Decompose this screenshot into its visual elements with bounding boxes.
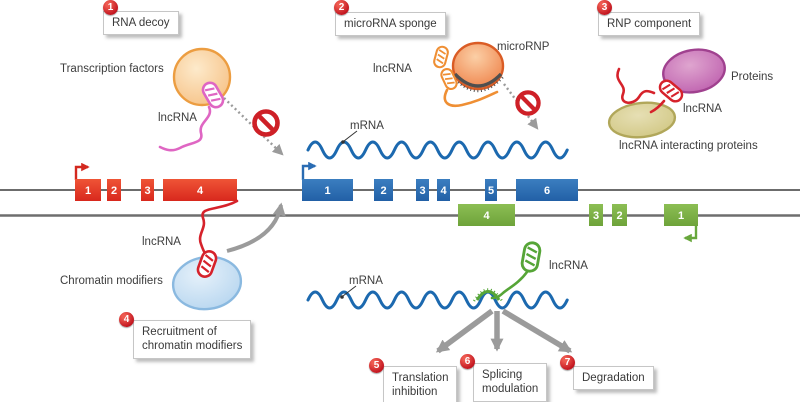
step-7-badge: 7	[560, 355, 575, 370]
callout-recruitment-chromatin-modifiers: Recruitment of chromatin modifiers	[133, 320, 252, 359]
lncrna-chromatin-label: lncRNA	[142, 236, 181, 248]
tss-arrow-green-gene	[683, 226, 698, 243]
red-exon-4: 4	[197, 185, 204, 197]
lncrna-mrna-binding-arc	[472, 288, 504, 302]
green-gene-exons: 4 3 2 1	[458, 204, 698, 226]
lncrna-rnp-tail	[616, 67, 666, 114]
callout-degradation: Degradation	[573, 366, 654, 391]
blue-exon-5: 5	[488, 185, 494, 197]
green-exon-1: 1	[678, 210, 684, 222]
mrna-top-leader	[341, 130, 358, 144]
callout-splicing-modulation: Splicing modulation	[473, 363, 548, 402]
mrna-top-label: mRNA	[350, 120, 384, 132]
tss-arrow-red-gene	[74, 162, 90, 180]
step-4-badge: 4	[119, 312, 134, 327]
callout-rna-decoy: RNA decoy	[103, 11, 179, 36]
mrna-wave-bottom	[306, 290, 569, 310]
lncrna-sponge-hairpin-a	[431, 44, 451, 70]
blue-exon-2: 2	[380, 185, 386, 197]
lncrna-decoy-label: lncRNA	[158, 112, 197, 124]
lncrna-decoy-tail	[158, 105, 212, 152]
interacting-proteins-blob	[607, 101, 677, 139]
mrna-wave-top	[306, 140, 569, 160]
lncrna-rnp-label: lncRNA	[683, 103, 722, 115]
red-exon-2: 2	[111, 185, 117, 197]
blue-exon-3: 3	[419, 185, 425, 197]
green-exon-2: 2	[616, 210, 622, 222]
callout-rnp-component: RNP component	[598, 12, 701, 37]
chromatin-modifiers-label: Chromatin modifiers	[60, 275, 163, 287]
blue-exon-6: 6	[544, 185, 550, 197]
callout-translation-inhibition: Translation inhibition	[383, 366, 458, 402]
arrow-degradation	[501, 308, 573, 354]
lncrna-sponge-tail	[443, 88, 499, 108]
micrornp-blob	[451, 41, 505, 91]
blue-exon-1: 1	[324, 185, 330, 197]
transcription-factors-label: Transcription factors	[60, 63, 164, 75]
callout-line-2: inhibition	[392, 386, 438, 399]
callout-line-2: chromatin modifiers	[142, 340, 243, 353]
micrornp-label: microRNP	[497, 41, 550, 53]
proteins-blob	[662, 48, 726, 94]
red-exon-1: 1	[85, 185, 91, 197]
micrornp-binding-arc	[452, 72, 504, 93]
lncrna-mrna-label: lncRNA	[549, 260, 588, 272]
step-3-badge: 3	[597, 0, 612, 15]
callout-line-1: Translation	[392, 372, 449, 384]
lncrna-chromatin-tail	[198, 199, 239, 258]
sponge-blocked-arrow	[503, 83, 539, 130]
step-6-badge: 6	[460, 354, 475, 369]
prohibition-icon	[515, 90, 541, 116]
arrow-translation-inhibition	[435, 308, 494, 354]
lncrna-sponge-label: lncRNA	[373, 63, 412, 75]
step-1-badge: 1	[103, 0, 118, 15]
callout-line-2: modulation	[482, 383, 539, 396]
callout-line-1: Recruitment of	[142, 326, 217, 338]
mrna-bottom-label: mRNA	[349, 275, 383, 287]
callout-microrna-sponge: microRNA sponge	[335, 12, 446, 37]
tss-arrow-blue-gene	[301, 161, 317, 180]
blue-gene-exons: 1 2 3 4 5 6	[302, 179, 578, 201]
lncrna-mrna-hairpin	[519, 240, 543, 274]
green-exon-3: 3	[593, 210, 599, 222]
recruitment-arrow	[226, 202, 286, 253]
proteins-label: Proteins	[731, 71, 774, 83]
blue-exon-4: 4	[440, 185, 447, 197]
red-gene-exons: 1 2 3 4	[75, 179, 237, 201]
lncrna-interacting-proteins-label: lncRNA interacting proteins	[619, 140, 758, 152]
red-exon-3: 3	[144, 185, 150, 197]
mrna-bottom-leader	[340, 285, 357, 299]
green-exon-4: 4	[483, 210, 490, 222]
step-2-badge: 2	[334, 0, 349, 15]
prohibition-icon	[252, 109, 280, 137]
step-5-badge: 5	[369, 358, 384, 373]
callout-line-1: Splicing	[482, 369, 523, 381]
